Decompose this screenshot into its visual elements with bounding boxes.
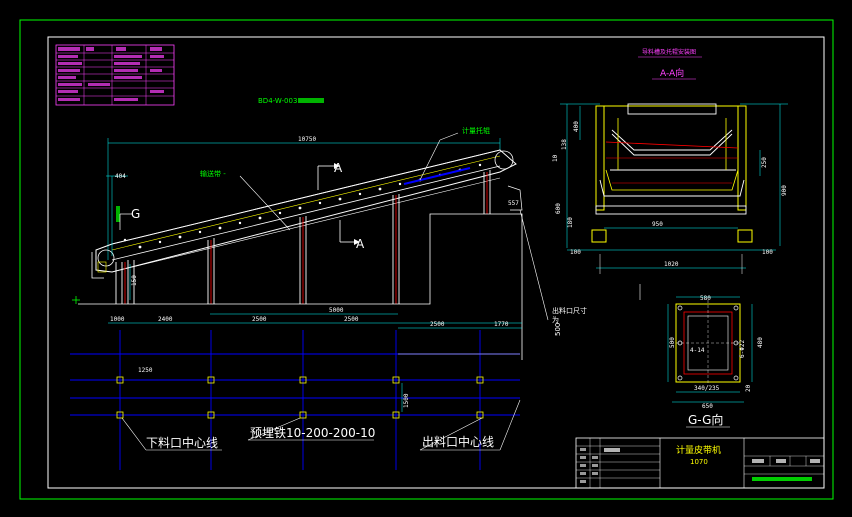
section-aa-view: 导料槽及托辊安装图 A-A向	[552, 48, 788, 300]
aa-dim-950: 950	[652, 221, 663, 228]
gg-dim-top: 580	[700, 295, 711, 302]
view-gg: 580 500 480 6-Φ22 4-14 340/235 650 20 G-…	[667, 295, 764, 428]
section-aa-heading: 导料槽及托辊安装图	[642, 48, 696, 56]
title-block: 计量皮带机 1070	[575, 437, 825, 489]
aa-dim-100b: 100	[762, 249, 773, 256]
section-mark-a-bottom: A	[356, 237, 365, 251]
aa-dim-250: 250	[761, 157, 768, 168]
label-feed-centerline: 下料口中心线	[146, 435, 218, 450]
dim-side-mark	[116, 206, 120, 222]
dim-s7: 1770	[494, 321, 509, 328]
label-outlet-size-2: 为	[552, 315, 559, 324]
gg-dim-left: 500	[669, 337, 676, 348]
parameter-table	[55, 44, 175, 106]
dim-s2: 2400	[158, 316, 173, 323]
aa-dim-600: 600	[555, 203, 562, 214]
label-outlet-size: 出料口尺寸	[552, 306, 587, 315]
dim-s8: 557	[508, 200, 519, 207]
title-block-name: 计量皮带机	[676, 444, 721, 456]
inner-frame	[47, 36, 825, 489]
aa-dim-100a: 100	[570, 249, 581, 256]
dim-s5: 2500	[344, 316, 359, 323]
dim-s4: 5000	[329, 307, 344, 314]
gg-title: G-G向	[688, 412, 723, 427]
label-weigh-roller: 计量托辊	[462, 126, 490, 135]
view-mark-g: G	[131, 207, 140, 221]
dim-s6: 2500	[430, 321, 445, 328]
gg-dim-bot2: 650	[702, 403, 713, 410]
dim-total-length: 10750	[298, 136, 316, 143]
aa-dim-180: 180	[567, 217, 574, 228]
aa-dim-900: 900	[781, 185, 788, 196]
dim-plan1: 1250	[138, 367, 153, 374]
label-outlet-size-3: 500	[554, 323, 562, 336]
dim-plan2: 1500	[403, 393, 410, 408]
gg-dim-inner: 4-14	[690, 347, 705, 354]
gg-dim-bot: 340/235	[694, 385, 720, 392]
aa-dim-138: 138	[561, 139, 568, 150]
label-embed-iron: 预埋铁10-200-200-10	[250, 426, 375, 440]
gg-dim-right: 480	[757, 337, 764, 348]
dim-h1: 404	[115, 173, 126, 180]
drawing-code: BD4-W-003	[258, 97, 297, 105]
section-aa-title: A-A向	[660, 67, 684, 79]
aa-dim-400: 400	[573, 121, 580, 132]
gg-dim-right2: 6-Φ22	[739, 340, 746, 358]
foundation-plan: 1250 1500 下料口中心线 预埋铁10-200-200-10 出料口中心线	[70, 330, 521, 470]
label-conveyor-belt: 输送带 -	[200, 169, 226, 178]
gg-dim-small: 20	[745, 384, 752, 392]
section-mark-a-top: A	[334, 161, 343, 175]
aa-dim-1020: 1020	[664, 261, 679, 268]
dim-s1: 1000	[110, 316, 125, 323]
drawing-code-suffix	[298, 98, 324, 103]
conveyor-elevation: 10750	[72, 126, 587, 360]
outer-frame	[19, 19, 834, 500]
title-block-model: 1070	[690, 458, 708, 466]
dim-s3: 2500	[252, 316, 267, 323]
dim-h2: 150	[131, 275, 138, 286]
aa-dim-10: 10	[552, 154, 559, 162]
label-discharge-centerline: 出料口中心线	[422, 434, 494, 449]
